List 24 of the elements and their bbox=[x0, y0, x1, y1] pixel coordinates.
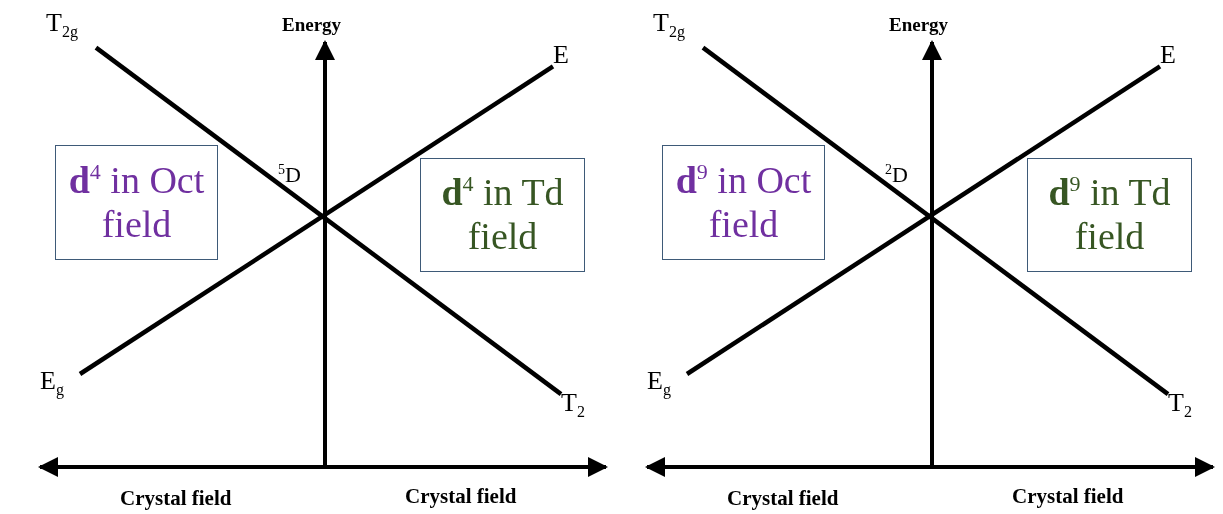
field-label-box: d$^{9}$ in Td field bbox=[1027, 158, 1192, 272]
term-label: T$_{2g}$ bbox=[46, 10, 96, 48]
term-line bbox=[685, 64, 1162, 376]
term-label: E bbox=[1160, 42, 1186, 74]
term-line bbox=[94, 45, 563, 396]
axis-title: Energy bbox=[282, 14, 342, 36]
term-line bbox=[701, 45, 1170, 396]
term-symbol: $^{2}$D bbox=[885, 162, 908, 188]
term-label: T$_{2}$ bbox=[561, 390, 601, 428]
term-label: E$_{g}$ bbox=[647, 368, 687, 406]
axis-title: Crystal field bbox=[1012, 484, 1124, 509]
field-label-box: d$^{4}$ in Td field bbox=[420, 158, 585, 272]
term-label: E bbox=[553, 42, 579, 74]
axis-title: Crystal field bbox=[120, 486, 232, 511]
term-label: T$_{2g}$ bbox=[653, 10, 703, 48]
term-label: T$_{2}$ bbox=[1168, 390, 1208, 428]
term-line bbox=[78, 64, 555, 376]
field-label-box: d$^{9}$ in Oct field bbox=[662, 145, 825, 260]
axis-title: Crystal field bbox=[727, 486, 839, 511]
term-symbol: $^{5}$D bbox=[278, 162, 301, 188]
field-label-box: d$^{4}$ in Oct field bbox=[55, 145, 218, 260]
term-label: E$_{g}$ bbox=[40, 368, 80, 406]
axis-title: Crystal field bbox=[405, 484, 517, 509]
axis-title: Energy bbox=[889, 14, 949, 36]
